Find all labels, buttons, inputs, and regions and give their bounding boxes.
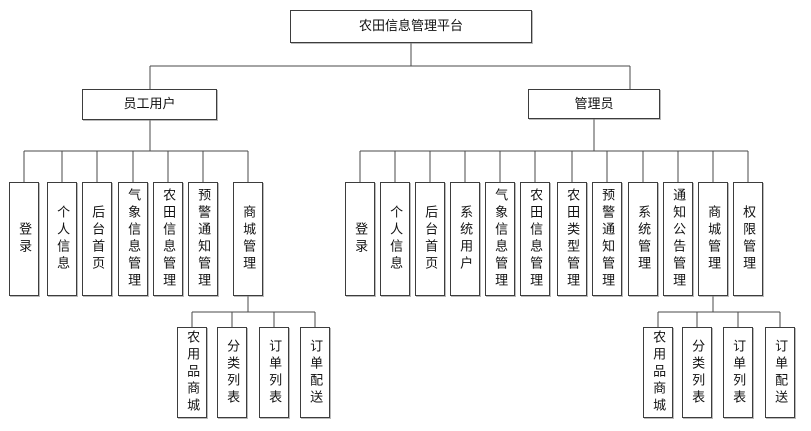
node-adm-backend-home: 后台首页 xyxy=(415,182,445,296)
node-label: 农用品商城 xyxy=(651,330,667,415)
node-label: 分类列表 xyxy=(690,338,706,407)
node-label: 气象信息管理 xyxy=(493,188,509,290)
node-emp-order-list: 订单列表 xyxy=(259,327,289,418)
node-adm-category-list: 分类列表 xyxy=(682,327,712,418)
node-label: 订单配送 xyxy=(308,338,324,407)
node-label: 气象信息管理 xyxy=(126,188,142,290)
node-label: 农田信息管理平台 xyxy=(358,18,463,34)
node-label: 预警通知管理 xyxy=(196,188,212,290)
node-label: 登录 xyxy=(17,222,33,256)
node-label: 订单列表 xyxy=(731,338,747,407)
node-label: 系统用户 xyxy=(458,205,474,273)
node-adm-system-mgmt: 系统管理 xyxy=(628,182,658,296)
node-adm-personal-info: 个人信息 xyxy=(380,182,410,296)
node-label: 农用品商城 xyxy=(185,330,201,415)
node-adm-farmland-type-mgmt: 农田类型管理 xyxy=(557,182,587,296)
node-label: 管理员 xyxy=(574,95,614,111)
node-emp-farmland-info-mgmt: 农田信息管理 xyxy=(153,182,183,296)
node-adm-login: 登录 xyxy=(345,182,375,296)
node-adm-notice-announce-mgmt: 通知公告管理 xyxy=(663,182,693,296)
node-emp-backend-home: 后台首页 xyxy=(82,182,112,296)
node-label: 权限管理 xyxy=(741,205,757,273)
node-label: 个人信息 xyxy=(55,205,71,273)
node-adm-permission-mgmt: 权限管理 xyxy=(733,182,763,296)
node-employee-user: 员工用户 xyxy=(82,89,217,120)
node-emp-warning-notice-mgmt: 预警通知管理 xyxy=(188,182,218,296)
node-adm-mall-mgmt: 商城管理 xyxy=(698,182,728,296)
node-adm-warning-notice-mgmt: 预警通知管理 xyxy=(592,182,622,296)
node-emp-agri-mall: 农用品商城 xyxy=(177,327,207,418)
node-label: 个人信息 xyxy=(388,205,404,273)
node-emp-mall-mgmt: 商城管理 xyxy=(233,182,263,296)
node-label: 后台首页 xyxy=(90,205,106,273)
node-emp-login: 登录 xyxy=(9,182,39,296)
node-label: 分类列表 xyxy=(225,338,241,407)
node-label: 员工用户 xyxy=(123,96,176,112)
node-adm-farmland-info-mgmt: 农田信息管理 xyxy=(520,182,550,296)
node-adm-order-list: 订单列表 xyxy=(723,327,753,418)
node-label: 系统管理 xyxy=(636,205,652,273)
node-adm-order-delivery: 订单配送 xyxy=(765,327,795,418)
node-adm-weather-info-mgmt: 气象信息管理 xyxy=(485,182,515,296)
node-label: 后台首页 xyxy=(423,205,439,273)
node-emp-order-delivery: 订单配送 xyxy=(300,327,330,418)
node-label: 商城管理 xyxy=(706,205,722,273)
node-label: 预警通知管理 xyxy=(600,188,616,290)
node-label: 订单列表 xyxy=(267,338,283,407)
node-label: 登录 xyxy=(353,222,369,256)
node-label: 订单配送 xyxy=(773,338,789,407)
node-label: 农田类型管理 xyxy=(565,188,581,290)
node-adm-agri-mall: 农用品商城 xyxy=(643,327,673,418)
node-emp-personal-info: 个人信息 xyxy=(47,182,77,296)
node-label: 农田信息管理 xyxy=(528,188,544,290)
node-admin: 管理员 xyxy=(528,89,660,119)
node-emp-weather-info-mgmt: 气象信息管理 xyxy=(118,182,148,296)
node-platform-root: 农田信息管理平台 xyxy=(290,10,532,43)
node-adm-system-user: 系统用户 xyxy=(450,182,480,296)
node-label: 农田信息管理 xyxy=(161,188,177,290)
node-label: 通知公告管理 xyxy=(671,188,687,290)
node-emp-category-list: 分类列表 xyxy=(217,327,247,418)
node-label: 商城管理 xyxy=(241,205,257,273)
